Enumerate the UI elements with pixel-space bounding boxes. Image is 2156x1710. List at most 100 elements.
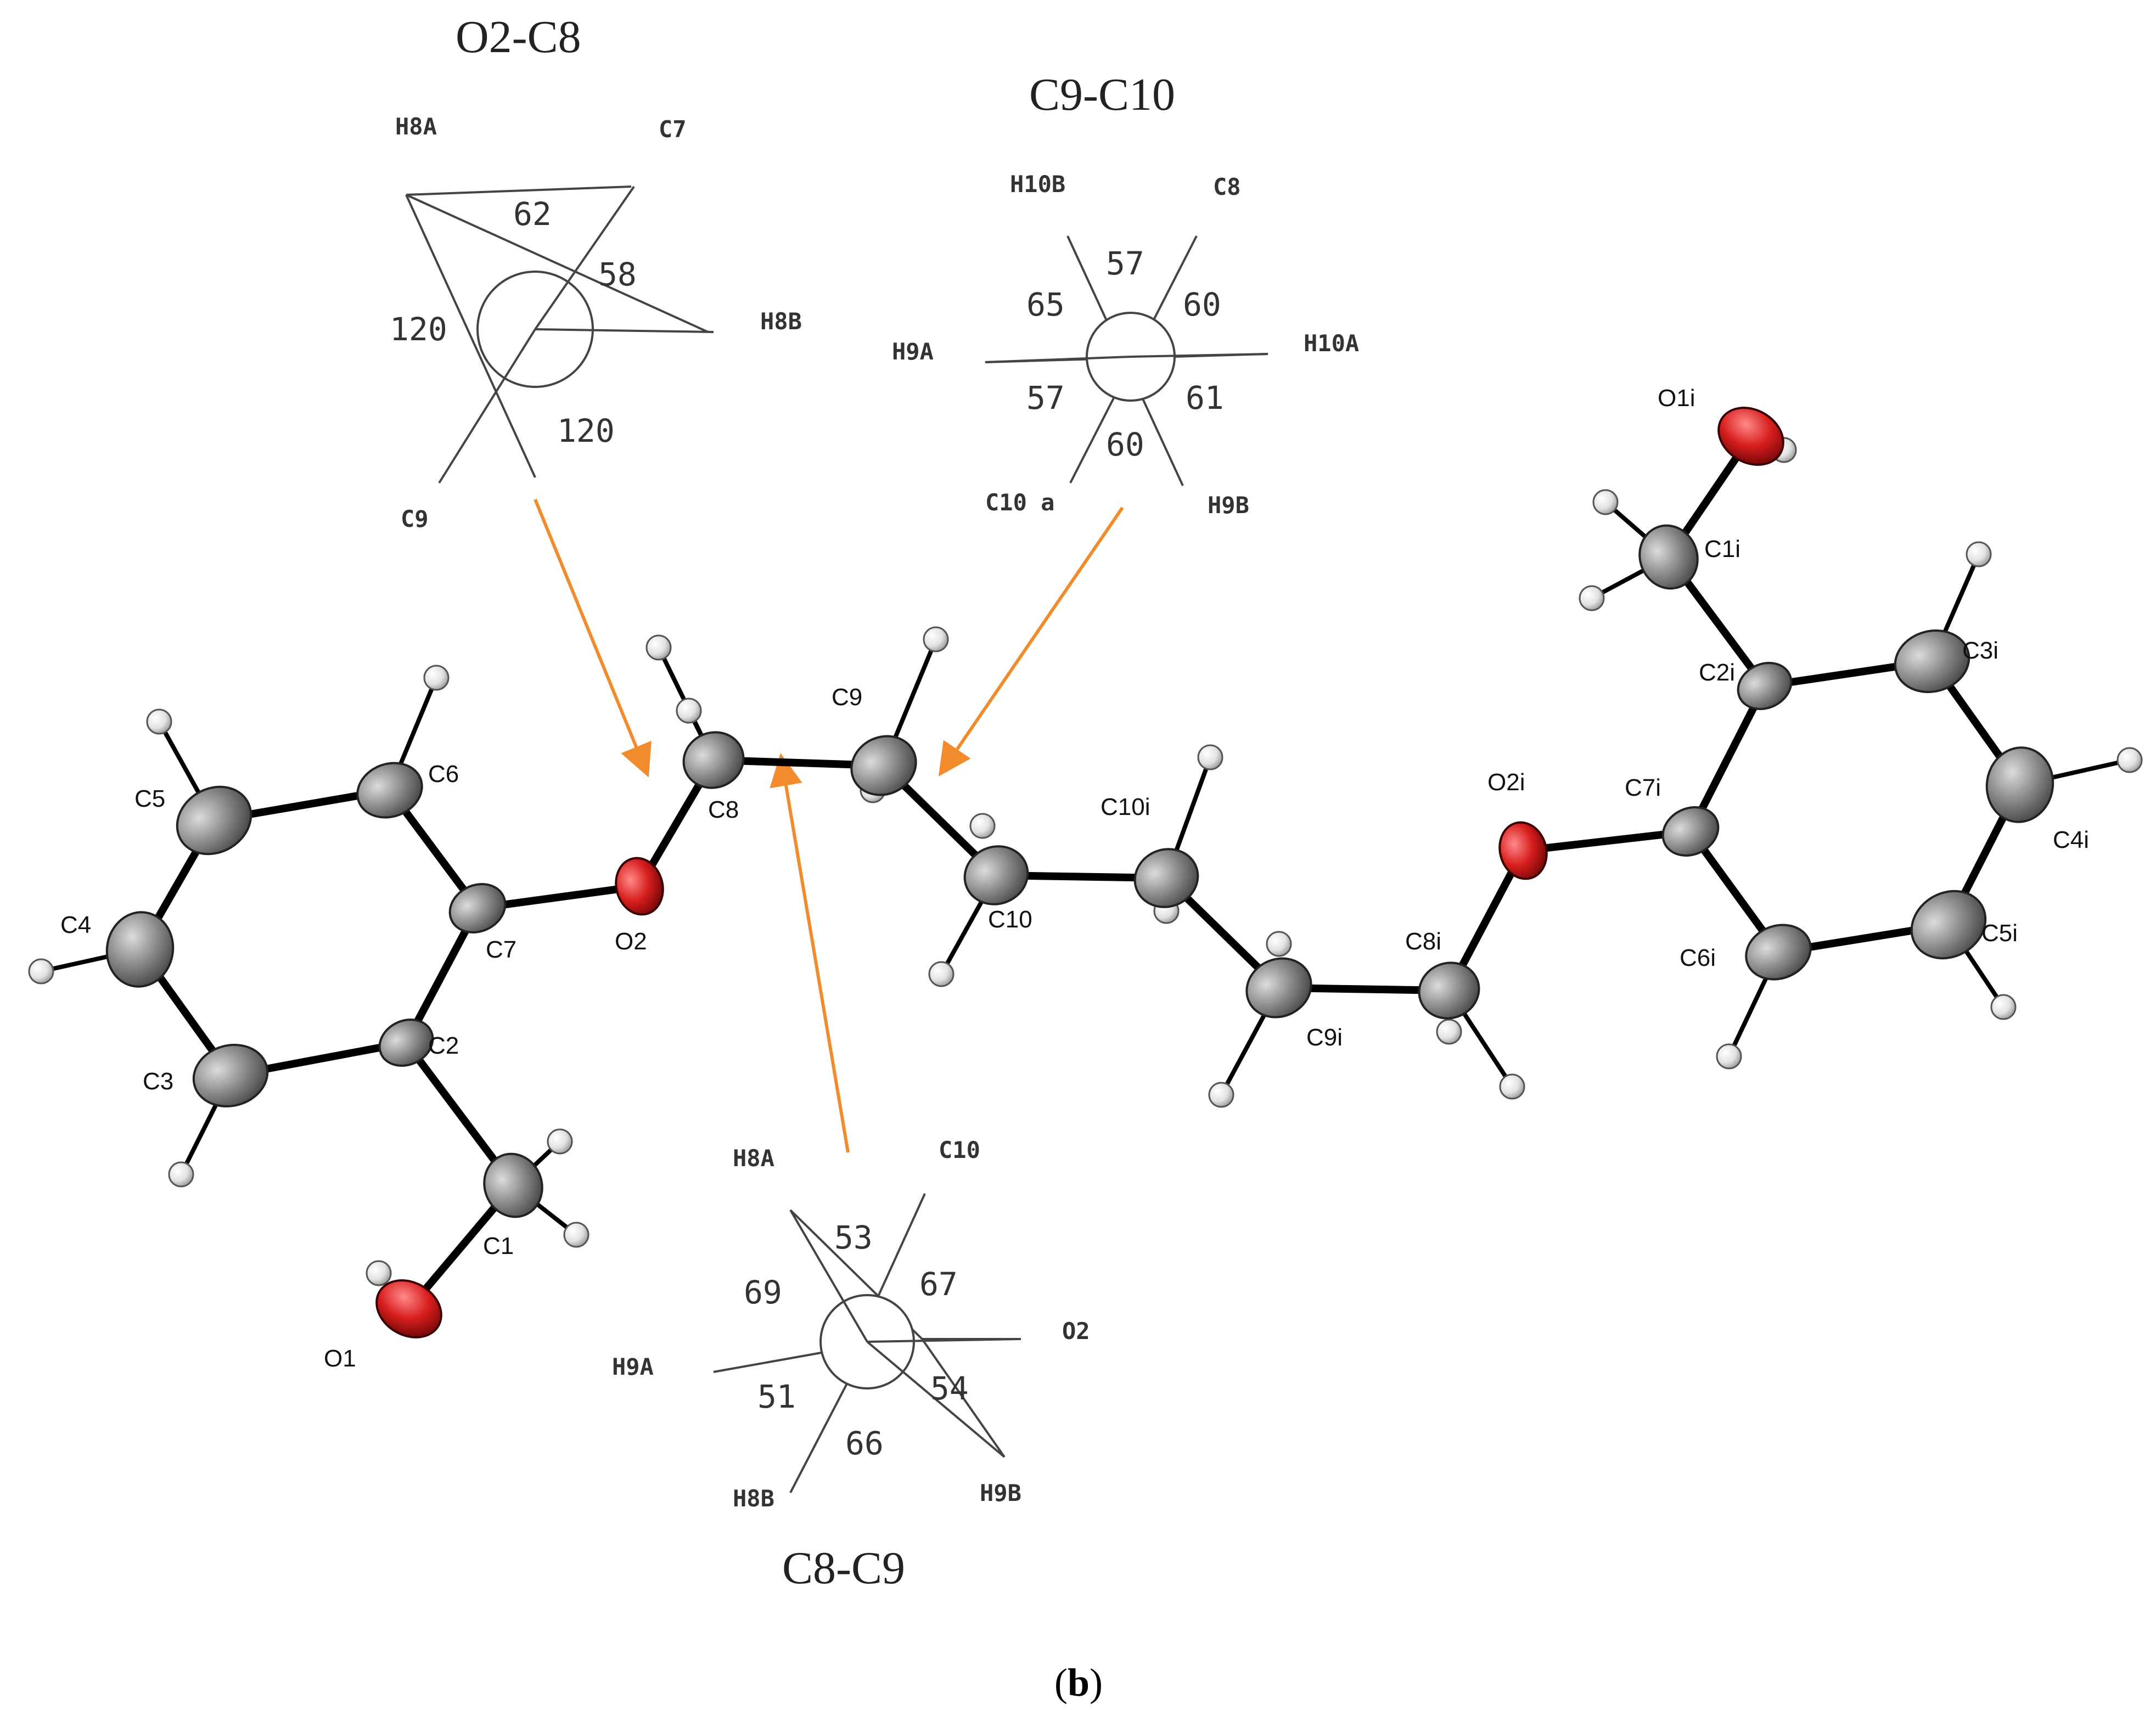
- atom-c4: [105, 911, 175, 988]
- atom-c5: [176, 785, 252, 856]
- atom-hydrogen: [563, 1222, 589, 1248]
- atom-label: C5: [134, 785, 165, 812]
- back-bond: [535, 328, 714, 333]
- angle-65: 65: [1026, 286, 1065, 323]
- atom-hydrogen: [676, 698, 702, 724]
- newman-title: O2-C8: [456, 12, 581, 63]
- atom-label: C2: [428, 1032, 459, 1059]
- back-bond: [438, 328, 536, 484]
- newman-title: C8-C9: [782, 1543, 905, 1594]
- atom-label: C2i: [1699, 659, 1735, 686]
- atom-c10i: [1133, 848, 1199, 908]
- atom-label: C10i: [1101, 794, 1150, 820]
- caption-close: ): [1090, 1661, 1103, 1705]
- bond: [985, 356, 1131, 363]
- newman-projection-c9-c10: C9-C10 H10B C8 H9A H10A C10 a H9B 57 65 …: [892, 69, 1359, 519]
- atom-c4i: [1985, 746, 2054, 823]
- angle-62: 62: [513, 195, 552, 233]
- label-h9b: H9B: [980, 1480, 1021, 1506]
- label-h8b: H8B: [760, 308, 802, 335]
- arrow-c8-c9: [770, 753, 850, 1153]
- arrow-c9-c10: [938, 507, 1124, 777]
- atom-hydrogen: [1592, 489, 1619, 515]
- angle-54: 54: [930, 1370, 969, 1407]
- bond-c7i-c2i: [1687, 682, 1768, 835]
- figure-caption: (b): [1054, 1661, 1103, 1705]
- atom-label: C3: [143, 1068, 173, 1095]
- angle-51: 51: [757, 1378, 796, 1415]
- atom-label: C6: [428, 761, 459, 788]
- atom-c8: [682, 731, 745, 789]
- atom-label: C4: [60, 912, 91, 938]
- atom-label: C3i: [1962, 637, 1998, 664]
- atom-c7: [448, 883, 507, 933]
- bond: [789, 1209, 868, 1343]
- label-c8: C8: [1213, 173, 1241, 200]
- atom-c9: [850, 735, 917, 796]
- atom-hydrogen: [1436, 1019, 1462, 1045]
- label-c10: C10: [939, 1137, 980, 1163]
- atom-hydrogen: [28, 958, 54, 985]
- atom-hydrogen: [366, 1260, 392, 1286]
- atom-hydrogen: [928, 961, 955, 987]
- angle-60-right: 60: [1183, 286, 1221, 323]
- bond: [1130, 353, 1268, 358]
- label-c7: C7: [659, 116, 687, 143]
- atom-label: O2: [615, 928, 647, 955]
- front-bond: [405, 194, 536, 478]
- atom-hydrogen: [547, 1128, 573, 1155]
- atom-label: C6i: [1680, 944, 1716, 971]
- atom-hydrogen: [146, 708, 172, 735]
- atom-hydrogen: [1990, 994, 2017, 1020]
- caption-open: (: [1054, 1661, 1068, 1705]
- atom-o2i: [1498, 821, 1548, 880]
- atom-hydrogen: [1208, 1082, 1234, 1108]
- atom-hydrogen: [1499, 1073, 1525, 1100]
- newman-projection-o2-c8: O2-C8 H8A C7 H8B C9 62 58 120 120: [390, 12, 802, 532]
- atom-label: C10: [988, 906, 1032, 933]
- atom-c8i: [1418, 961, 1480, 1020]
- label-h8a: H8A: [395, 113, 437, 140]
- atom-labels: C6 C5 C4 C3 C2 C7 O2 C1 O1 C8 C9 C10 C10…: [60, 385, 2089, 1372]
- label-h8b: H8B: [733, 1485, 774, 1512]
- label-h9a: H9A: [892, 338, 934, 365]
- angle-69: 69: [744, 1274, 782, 1311]
- oxygen-atoms: [375, 407, 1784, 1338]
- angle-120-left: 120: [390, 311, 447, 348]
- atom-hydrogen: [1266, 931, 1292, 957]
- angle-67: 67: [919, 1265, 958, 1303]
- atom-hydrogen: [923, 626, 949, 652]
- atom-c2i: [1737, 662, 1793, 710]
- atom-c9i: [1245, 957, 1312, 1019]
- caption-letter: b: [1068, 1661, 1090, 1705]
- atom-c3: [192, 1044, 269, 1107]
- atom-hydrogen: [969, 813, 996, 839]
- atom-label: C8i: [1405, 928, 1441, 955]
- atom-label: O2i: [1487, 769, 1525, 796]
- label-h10b: H10B: [1010, 171, 1065, 198]
- front-bond: [406, 194, 709, 333]
- atom-c7i: [1661, 806, 1720, 857]
- atom-c10: [963, 845, 1029, 905]
- atom-label: O1: [324, 1345, 356, 1372]
- pointer-arrows: [534, 498, 1124, 1153]
- back-bond: [534, 185, 635, 330]
- atom-label: O1i: [1658, 385, 1695, 412]
- angle-60-bottom: 60: [1106, 426, 1144, 463]
- atom-label: C4i: [2053, 826, 2089, 853]
- atom-label: C9: [832, 684, 862, 711]
- label-h8a: H8A: [733, 1145, 774, 1172]
- atom-hydrogen: [423, 665, 450, 691]
- label-h9a: H9A: [612, 1353, 654, 1380]
- atom-o2: [615, 857, 664, 916]
- atom-c6: [356, 762, 423, 819]
- atom-label: C5i: [1981, 920, 2018, 947]
- atom-c5i: [1910, 890, 1987, 960]
- atom-hydrogen: [1197, 744, 1223, 770]
- atom-label: C8: [708, 796, 739, 823]
- arrow-o2-c8: [534, 498, 652, 778]
- front-bond: [406, 185, 632, 196]
- atom-label: C9i: [1306, 1024, 1343, 1051]
- hydrogen-atoms: [28, 437, 2143, 1286]
